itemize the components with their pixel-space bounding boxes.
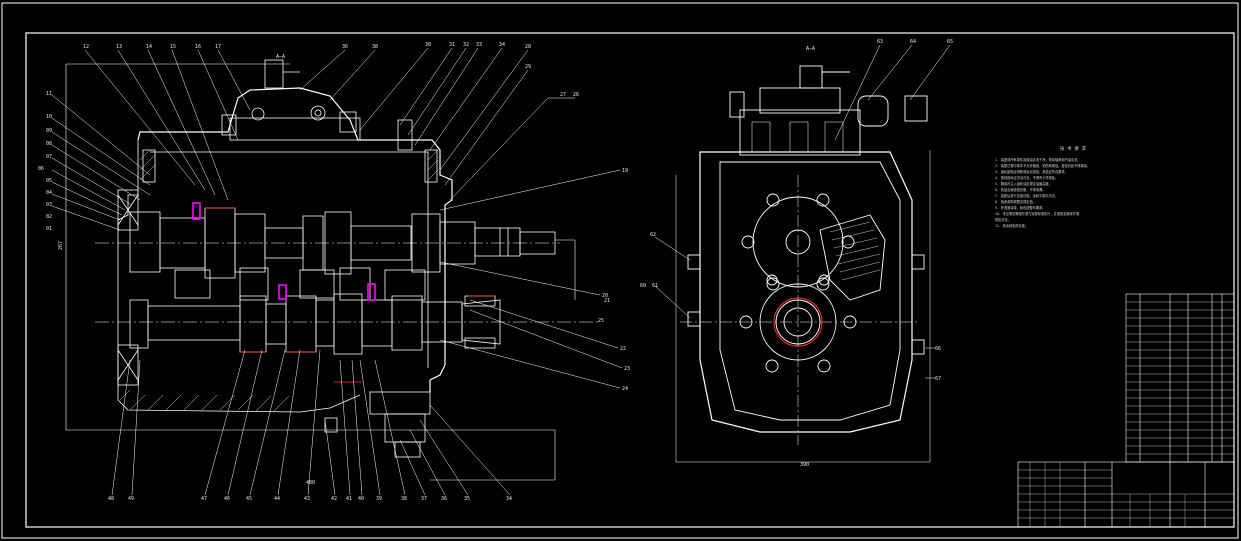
label-bottom-12: 38 [401, 496, 407, 502]
note-6: 6. 各结合面涂密封胶，不得渗漏。 [995, 187, 1045, 192]
label-left-1: 11 [46, 91, 52, 97]
side-view-labels: 63 64 65 62 60 61 66 67 [640, 39, 953, 382]
title-block [1017, 461, 1235, 528]
label-top-9: 30 [425, 42, 431, 48]
label-bottom-6: 44 [274, 496, 280, 502]
note-1: 1. 装配前所有零件用煤油清洗干净，滚动轴承用汽油清洗。 [995, 157, 1080, 162]
label-top-11: 32 [463, 42, 469, 48]
label-top-2: 13 [116, 44, 122, 50]
label-bottom-5: 45 [246, 496, 252, 502]
right-leader-labels: 19 20 21 22 23 24 25 [598, 168, 630, 392]
label-top-15: 29 [525, 64, 531, 70]
section-label-top: A—A [276, 54, 285, 60]
label-bottom-8: 42 [331, 496, 337, 502]
top-leader-labels: 12 13 14 15 16 17 36 38 30 31 32 33 34 2… [83, 42, 579, 98]
note-12: 11. 其余按相关标准。 [995, 223, 1028, 228]
label-bottom-11: 39 [376, 496, 382, 502]
label-top-7: 36 [342, 44, 348, 50]
label-top-12: 33 [476, 42, 482, 48]
label-right-5: 23 [624, 366, 630, 372]
label-top-6: 17 [215, 44, 221, 50]
label-left-5: 07 [46, 154, 52, 160]
label-top-14: 28 [525, 44, 531, 50]
label-top-3: 14 [146, 44, 152, 50]
label-left-9: 03 [46, 202, 52, 208]
label-right-4: 22 [620, 346, 626, 352]
label-top-1: 12 [83, 44, 89, 50]
dim-left: 267 [58, 241, 64, 250]
label-side-right-2: 67 [935, 376, 941, 382]
section-label-side: A—A [806, 46, 815, 52]
label-bottom-3: 47 [201, 496, 207, 502]
label-bottom-7: 43 [304, 496, 310, 502]
note-8: 8. 轴承游隙调整至规定值。 [995, 199, 1036, 204]
label-side-left-1: 62 [650, 232, 656, 238]
label-left-6: 06 [38, 166, 44, 172]
label-right-1: 19 [622, 168, 628, 174]
parts-list-table [1125, 293, 1235, 463]
label-side-top-3: 65 [947, 39, 953, 45]
label-top-16: 27 [560, 92, 566, 98]
note-9: 9. 外表面涂漆，颜色按整车要求。 [995, 205, 1045, 210]
label-left-11: 01 [46, 226, 52, 232]
side-view [654, 44, 951, 463]
note-2: 2. 装配过程中零件不允许磕碰、划伤和锈蚀，各密封处不得漏油。 [995, 163, 1090, 168]
dim-bottom: 480 [306, 480, 315, 486]
note-4: 4. 换挡操纵应灵活可靠，不得有卡滞现象。 [995, 175, 1058, 180]
label-left-3: 09 [46, 128, 52, 134]
label-bottom-9: 41 [346, 496, 352, 502]
label-top-5: 16 [195, 44, 201, 50]
notes-title: 技 术 要 求 [1060, 145, 1087, 152]
label-side-right-1: 66 [935, 346, 941, 352]
label-bottom-13: 37 [421, 496, 427, 502]
label-top-4: 15 [170, 44, 176, 50]
leader-lines [51, 47, 623, 496]
left-leader-labels: 11 10 09 08 07 06 05 04 03 02 01 [38, 91, 52, 232]
label-bottom-4: 46 [224, 496, 230, 502]
note-10: 10. 未注明的螺栓拧紧力矩按标准执行，并按规定顺序拧紧， [995, 211, 1082, 216]
side-view-highlight [773, 297, 823, 347]
bottom-leader-labels: 48 49 47 46 45 44 43 42 41 40 39 38 37 3… [108, 496, 512, 502]
label-left-2: 10 [46, 114, 52, 120]
inner-frame [25, 32, 1235, 528]
note-3: 3. 齿轮副啮合侧隙用铅丝检验，其值应符合要求。 [995, 169, 1068, 174]
label-bottom-15: 35 [464, 496, 470, 502]
label-left-7: 05 [46, 178, 52, 184]
label-side-left-2: 60 [640, 283, 646, 289]
label-right-2: 20 [602, 293, 608, 299]
label-side-top-1: 63 [877, 39, 883, 45]
label-left-8: 04 [46, 190, 52, 196]
label-top-10: 31 [449, 42, 455, 48]
label-bottom-10: 40 [358, 496, 364, 502]
label-bottom-2: 49 [128, 496, 134, 502]
label-right-3: 21 [604, 298, 610, 304]
label-bottom-1: 48 [108, 496, 114, 502]
note-5: 5. 箱体内注入齿轮油至规定油面高度。 [995, 181, 1052, 186]
main-section-view [65, 59, 600, 481]
note-7: 7. 装配后进行空载试验，运转平稳无冲击。 [995, 193, 1058, 198]
note-11: 防松可靠。 [995, 217, 1011, 222]
label-left-4: 08 [46, 141, 52, 147]
label-top-8: 38 [372, 44, 378, 50]
technical-notes: 技 术 要 求 1. 装配前所有零件用煤油清洗干净，滚动轴承用汽油清洗。 2. … [995, 145, 1090, 228]
label-right-6: 24 [622, 386, 628, 392]
label-bottom-14: 36 [441, 496, 447, 502]
dim-side-bottom: 390 [800, 462, 809, 468]
label-top-13: 34 [499, 42, 505, 48]
label-side-top-2: 64 [910, 39, 916, 45]
label-right-7: 25 [598, 318, 604, 324]
gear-teeth-highlights [205, 207, 495, 383]
label-side-left-3: 61 [652, 283, 658, 289]
shift-fork-highlights [192, 202, 376, 301]
label-top-17: 26 [573, 92, 579, 98]
label-left-10: 02 [46, 214, 52, 220]
label-bottom-16: 34 [506, 496, 512, 502]
dimension-labels: 267 480 390 A—A A—A [58, 46, 815, 486]
